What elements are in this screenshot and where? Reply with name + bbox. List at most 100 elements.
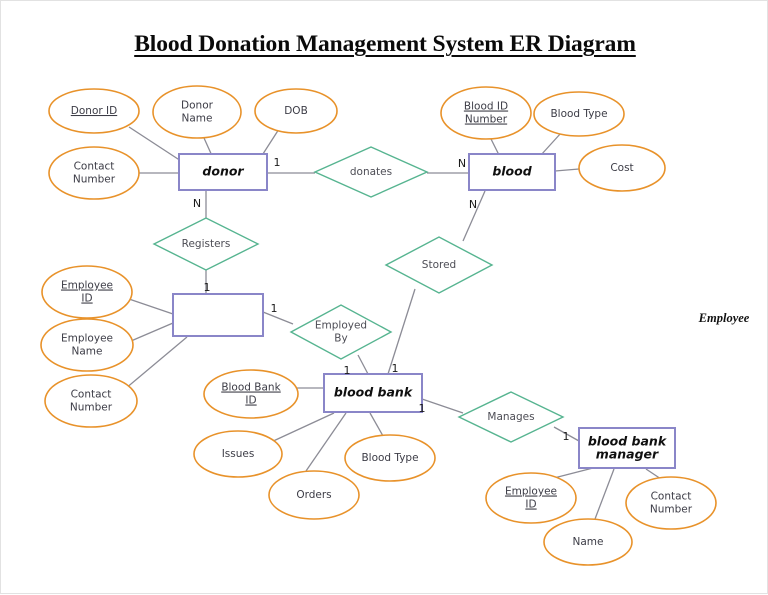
attribute-label-bb_orders: Orders: [296, 489, 331, 501]
relationship-stored[interactable]: Stored: [384, 236, 494, 294]
connector-line: [553, 467, 594, 479]
entity-employee[interactable]: [172, 293, 264, 337]
connector-line: [553, 426, 580, 442]
entity-blood[interactable]: blood: [468, 153, 556, 191]
attribute-donor_id[interactable]: Donor ID: [48, 88, 140, 134]
entity-blood_bank[interactable]: blood bank: [323, 373, 423, 413]
connector-line: [305, 412, 347, 472]
connector-line: [387, 288, 416, 375]
connector-line: [262, 311, 294, 325]
entity-box: [178, 153, 268, 191]
attribute-bb_issues[interactable]: Issues: [193, 430, 283, 478]
relationship-label-registers: Registers: [182, 238, 231, 250]
ellipse-shape: [578, 144, 666, 192]
connector-line: [462, 190, 486, 242]
connector-line: [124, 336, 188, 390]
card-donor-registers: N: [193, 197, 201, 210]
connector-line: [554, 168, 580, 172]
connector-line: [128, 298, 174, 315]
attribute-blood_type_blood[interactable]: Blood Type: [533, 91, 625, 137]
ellipse-shape: [625, 476, 717, 530]
connector-layer: [124, 126, 662, 520]
ellipse-shape: [152, 85, 242, 139]
card-employee-registers: 1: [204, 281, 211, 294]
ellipse-shape: [485, 472, 577, 524]
attribute-label-donor_dob: DOB: [284, 105, 308, 117]
connector-line: [260, 128, 280, 158]
diamond-shape: [152, 217, 260, 271]
relationship-label-stored: Stored: [422, 259, 456, 271]
entity-donor[interactable]: donor: [178, 153, 268, 191]
connector-line: [357, 354, 369, 375]
card-donor-donates: 1: [274, 156, 281, 169]
ellipse-shape: [203, 369, 299, 419]
connector-line: [594, 468, 615, 520]
ellipse-shape: [193, 430, 283, 478]
entity-label-donor: donor: [202, 164, 244, 179]
relationship-registers[interactable]: Registers: [152, 217, 260, 271]
card-blood-donates: N: [458, 157, 466, 170]
card-mgr-manages: 1: [563, 430, 570, 443]
card-bb-manages: 1: [419, 402, 426, 415]
attribute-mgr_name[interactable]: Name: [543, 518, 633, 566]
relationship-donates[interactable]: donates: [313, 146, 429, 198]
card-bb-employedby: 1: [344, 364, 351, 377]
connector-line: [268, 412, 335, 444]
diamond-shape: [289, 304, 393, 360]
entity-box: [172, 293, 264, 337]
ellipse-shape: [48, 146, 140, 200]
entity-box: [323, 373, 423, 413]
ellipse-shape: [48, 88, 140, 134]
ellipse-shape: [40, 318, 134, 372]
connector-line: [128, 126, 182, 162]
card-employee-employedby: 1: [271, 302, 278, 315]
attribute-label-blood_cost: Cost: [610, 162, 633, 174]
attribute-label-blood_type_blood: Blood Type: [550, 108, 607, 120]
attribute-bb_orders[interactable]: Orders: [268, 470, 360, 520]
page-title: Blood Donation Management System ER Diag…: [134, 31, 636, 57]
diamond-shape: [313, 146, 429, 198]
card-bb-stored: 1: [392, 362, 399, 375]
ellipse-shape: [543, 518, 633, 566]
relationship-manages[interactable]: Manages: [457, 391, 565, 443]
entity-box: [578, 427, 676, 469]
relationship-label-donates: donates: [350, 166, 392, 178]
connector-line: [540, 132, 562, 156]
entity-label-blood: blood: [492, 164, 532, 179]
connector-line: [369, 412, 384, 437]
diamond-shape: [457, 391, 565, 443]
diamond-shape: [384, 236, 494, 294]
attribute-label-donor_id: Donor ID: [71, 105, 117, 117]
attribute-donor_dob[interactable]: DOB: [254, 88, 338, 134]
attribute-blood_cost[interactable]: Cost: [578, 144, 666, 192]
attribute-label-bb_blood_type: Blood Type: [361, 452, 418, 464]
ellipse-shape: [41, 265, 133, 319]
attribute-bb_blood_type[interactable]: Blood Type: [344, 434, 436, 482]
ellipse-shape: [533, 91, 625, 137]
